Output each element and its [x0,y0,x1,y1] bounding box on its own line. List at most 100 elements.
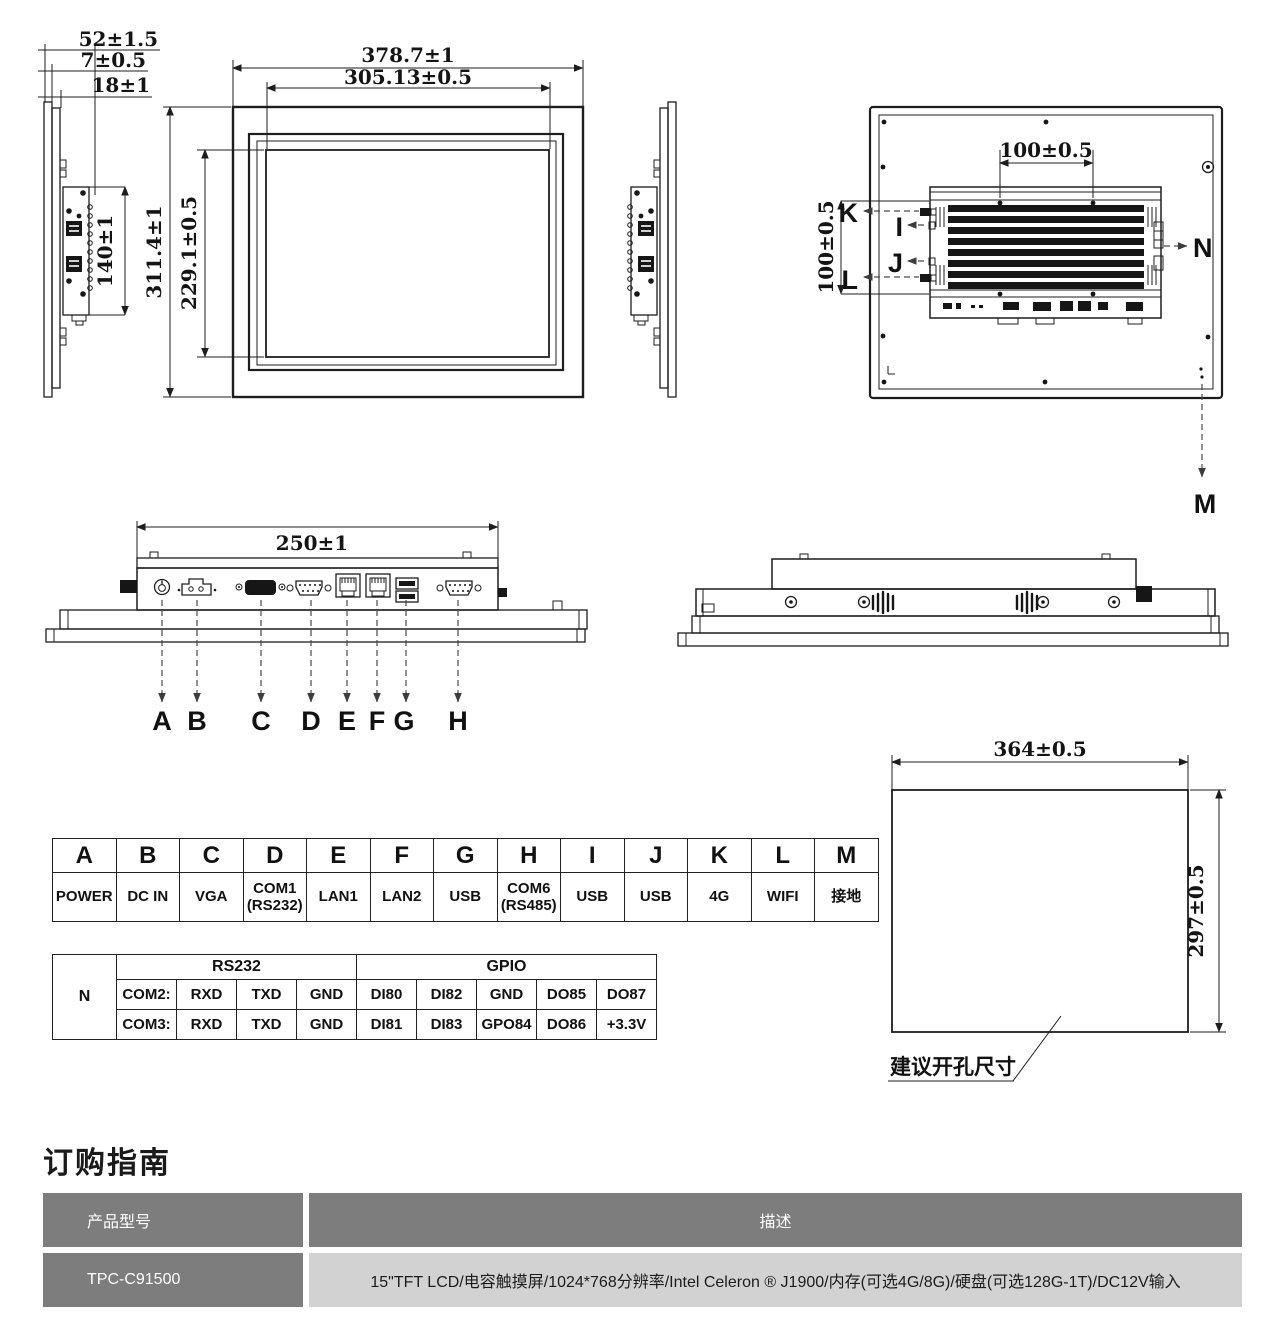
cutout-note: 建议开孔尺寸 [890,1055,1016,1079]
port-label: USB [623,872,688,922]
order-guide-table: 产品型号 描述 TPC-C91500 15"TFT LCD/电容触摸屏/1024… [43,1193,1242,1313]
usb-connector-icon [66,221,82,236]
port-label: COM6 (RS485) [496,872,561,922]
port-label: POWER [52,872,117,922]
callout-e: E [338,706,356,736]
io-row-key: N [52,954,117,1040]
dim-front-depth: 18±1 [91,73,150,97]
port-label: USB [433,872,498,922]
bottom-view-rear [677,553,1229,647]
dim-outer-width: 378.7±1 [361,43,454,67]
port-key: H [496,838,561,873]
io-cell: RXD [176,1009,237,1040]
display-area [265,149,550,358]
glass-edge [43,101,53,398]
com1-port-icon [286,580,332,596]
callout-k: K [839,198,859,228]
usb-port-icon [928,221,936,230]
port-key: A [52,838,117,873]
callout-b: B [187,706,207,736]
port-key: F [369,838,434,873]
port-key: J [623,838,688,873]
port-label: LAN1 [306,872,371,922]
callout-c: C [251,706,271,736]
io-cell: GND [296,1009,357,1040]
vga-port-icon [235,580,286,595]
table-row: N RS232 GPIO [52,954,657,1040]
dim-total-depth: 52±1.5 [79,27,158,51]
dim-display-height: 229.1±0.5 [177,196,201,310]
io-cell: TXD [236,1009,297,1040]
product-model: TPC-C91500 [43,1253,303,1307]
power-button-icon [153,578,171,596]
side-view-right [627,101,677,398]
port-key: C [179,838,244,873]
callout-n: N [1193,233,1213,263]
dim-cutout-height: 297±0.5 [1184,864,1208,957]
antenna-connector-wifi-icon [920,274,931,282]
screw-icon [1201,160,1215,174]
io-panel-body [136,567,499,611]
io-cell: DI81 [356,1009,417,1040]
callout-m: M [1194,489,1217,519]
port-mapping-table: A B C D E F G H I J K L M POWER DC IN VG… [52,838,879,922]
lan1-port-icon [335,573,361,598]
cutout-drawing: 364±0.5 297±0.5 建议开孔尺寸 [888,737,1226,1082]
port-label: USB [560,872,625,922]
rear-view: 100±0.5 100±0.5 K I J L N M [814,105,1224,519]
io-cell: COM2: [116,979,177,1010]
table-row: A B C D E F G H I J K L M [52,838,879,873]
side-view-left: 52±1.5 7±0.5 18±1 140±1 [38,27,160,398]
bezel-edge [51,107,61,389]
vent-grille-icon [871,590,1039,615]
terminal-pins [87,204,93,291]
io-cell: GPO84 [476,1009,537,1040]
rear-outer-frame [868,105,1224,400]
gpio-connector-icon [1153,221,1164,249]
port-key: L [750,838,815,873]
port-key: I [560,838,625,873]
lan2-port-icon [365,573,391,598]
port-label: COM1 (RS232) [242,872,307,922]
io-cell: DO87 [596,979,657,1010]
port-label: WIFI [750,872,815,922]
terminal-pins [627,204,633,291]
callout-d: D [301,706,321,736]
port-key: B [115,838,180,873]
port-key: G [433,838,498,873]
io-cell: RXD [176,979,237,1010]
io-cell: DI80 [356,979,417,1010]
io-cell: +3.3V [596,1009,657,1040]
io-cell: GND [296,979,357,1010]
io-pinout-table: N RS232 GPIO COM2: RXD TXD GND DI80 DI82… [52,954,657,1040]
io-cell: TXD [236,979,297,1010]
table-row: POWER DC IN VGA COM1 (RS232) LAN1 LAN2 U… [52,872,879,922]
cutout-rect [891,789,1189,1033]
callout-h: H [448,706,468,736]
usb-port-icon [928,257,936,266]
port-key: D [242,838,307,873]
callout-i: I [895,212,903,242]
antenna-connector-4g-icon [920,208,931,216]
callout-a: A [152,706,172,736]
dim-display-width: 305.13±0.5 [344,65,472,89]
callout-j: J [888,248,903,278]
dim-mount-pitch-v: 100±0.5 [814,200,838,293]
com6-port-icon [436,580,482,596]
heatsink-module [920,186,1164,325]
group-rs232: RS232 [116,954,357,980]
dim-box-height: 140±1 [93,215,117,287]
table-row: COM3: RXD TXD GND DI81 DI83 GPO84 DO86 +… [53,1009,657,1040]
table-row: TPC-C91500 15"TFT LCD/电容触摸屏/1024*768分辨率/… [43,1253,1242,1307]
usb-connector-icon [638,221,654,236]
column-header-model: 产品型号 [43,1193,303,1247]
callout-l: L [842,265,859,295]
table-row: COM2: RXD TXD GND DI80 DI82 GND DO85 DO8… [53,979,657,1010]
table-header-row: 产品型号 描述 [43,1193,1242,1247]
usb-connector-icon [638,256,654,272]
dim-glass-depth: 7±0.5 [81,48,146,72]
screw-icon [784,595,1121,609]
port-key: E [306,838,371,873]
callout-f: F [369,706,386,736]
dimension-drawings: 52±1.5 7±0.5 18±1 140±1 378.7±1 305.13±0… [38,27,1229,1082]
